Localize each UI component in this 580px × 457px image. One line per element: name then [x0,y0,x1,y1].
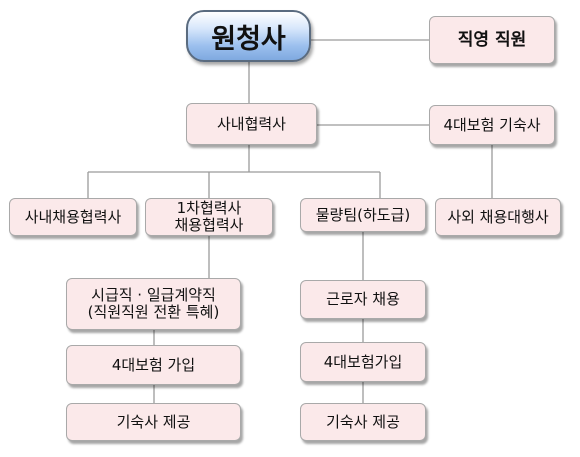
direct-staff-node: 직영 직원 [429,16,555,64]
insurance-dormitory-label: 4대보험 기숙사 [443,115,541,134]
inhouse-hiring-partner-label: 사내채용협력사 [24,207,122,226]
inhouse-hiring-partner-node: 사내채용협력사 [9,198,137,236]
dormitory-left-label: 기숙사 제공 [116,412,191,431]
primary-hiring-partner-node: 1차협력사 채용협력사 [145,198,273,236]
worker-hiring-node: 근로자 채용 [300,280,426,319]
external-hiring-agency-node: 사외 채용대행사 [435,198,561,236]
logistics-team-label: 물량팀(하도급) [315,205,411,224]
insurance-dormitory-node: 4대보험 기숙사 [429,105,555,145]
insurance-join-left-node: 4대보험 가입 [66,345,241,385]
root-label: 원청사 [211,23,286,55]
hourly-daily-contract-node: 시급직 · 일급계약직 (직원직원 전환 특혜) [66,278,241,330]
dormitory-right-label: 기숙사 제공 [326,412,400,431]
dormitory-right-node: 기숙사 제공 [300,403,426,441]
logistics-team-node: 물량팀(하도급) [300,198,426,232]
hourly-daily-contract-label: 시급직 · 일급계약직 (직원직원 전환 특혜) [87,286,220,321]
insurance-join-right-label: 4대보험가입 [323,352,403,371]
primary-hiring-partner-label: 1차협력사 채용협력사 [174,199,244,234]
dormitory-left-node: 기숙사 제공 [66,403,241,441]
root-node: 원청사 [186,10,311,62]
insurance-join-left-label: 4대보험 가입 [111,355,196,374]
inhouse-partner-node: 사내협력사 [186,103,317,145]
direct-staff-label: 직영 직원 [457,29,527,50]
worker-hiring-label: 근로자 채용 [326,290,400,308]
inhouse-partner-label: 사내협력사 [216,114,286,133]
external-hiring-agency-label: 사외 채용대행사 [447,207,549,226]
insurance-join-right-node: 4대보험가입 [300,342,426,382]
